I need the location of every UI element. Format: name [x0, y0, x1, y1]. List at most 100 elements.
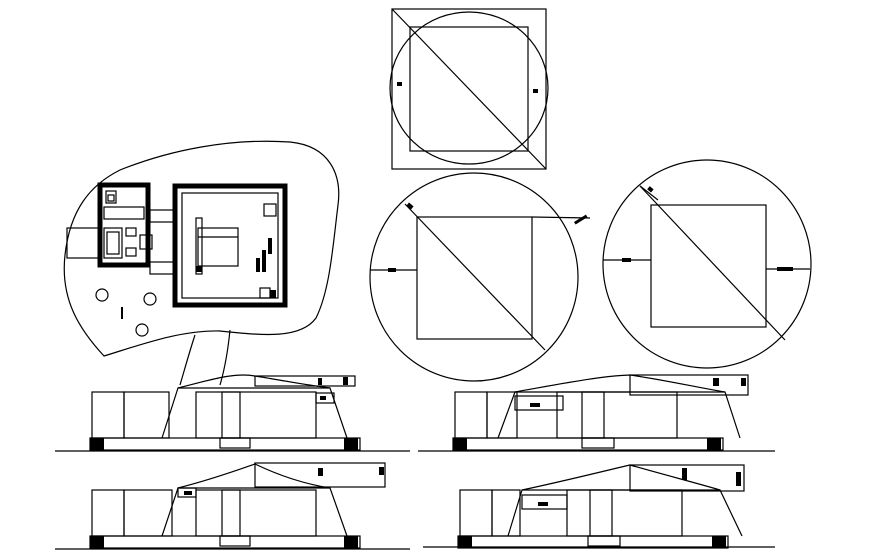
bed-headboard — [195, 217, 203, 275]
roof-square-circle — [389, 11, 549, 165]
roof-circle-diagonal — [639, 185, 786, 341]
bed — [197, 227, 239, 267]
toilet — [105, 190, 117, 204]
toilet-bowl — [107, 194, 115, 202]
sign-mark — [184, 491, 192, 495]
corridor-wall — [149, 261, 176, 275]
roof-sign — [629, 374, 749, 396]
dimension-tick — [574, 214, 588, 225]
base-hatch — [90, 438, 104, 450]
base-hatch — [344, 438, 358, 450]
steps — [219, 535, 251, 547]
roof-sign — [315, 392, 335, 404]
door — [589, 489, 613, 537]
door — [221, 391, 241, 439]
roof-circle-square — [416, 216, 533, 340]
furniture-detail — [270, 290, 276, 298]
corridor-wall — [149, 209, 176, 223]
dimension-tick — [647, 186, 654, 193]
roof-curve — [521, 464, 721, 491]
base-hatch — [458, 536, 472, 548]
roof-circle-square — [650, 204, 767, 328]
furniture-detail — [256, 258, 260, 272]
steps — [581, 437, 615, 449]
base-hatch — [344, 536, 358, 548]
roof-curve — [177, 463, 331, 489]
roof-sign — [254, 375, 356, 387]
sign-mark — [320, 396, 326, 400]
sign-mark — [713, 378, 719, 386]
wall-block — [454, 391, 488, 439]
roof-circle-leader — [639, 185, 659, 201]
wall-block — [556, 391, 678, 439]
sign-mark — [736, 472, 741, 486]
elevation-1 — [55, 374, 410, 452]
floor-plan — [63, 140, 340, 386]
furniture-box — [259, 287, 271, 299]
door — [221, 489, 241, 537]
wall-block — [195, 489, 317, 537]
door — [581, 391, 605, 439]
dimension-tick — [777, 267, 793, 271]
bathroom-partition — [103, 206, 145, 220]
furniture-detail — [196, 266, 202, 272]
vanity — [139, 234, 153, 250]
wall-block — [195, 391, 317, 439]
roof-square-inner — [409, 26, 529, 152]
annotation-mark — [121, 307, 123, 319]
elevation-2 — [418, 374, 775, 452]
dimension-tick — [622, 258, 631, 262]
roof-sign — [629, 464, 745, 492]
sign-mark — [318, 468, 323, 476]
wall-block — [91, 489, 125, 537]
main-room-walls — [172, 183, 288, 308]
base-hatch — [707, 438, 721, 450]
furniture-box — [263, 203, 277, 217]
wall-block — [491, 489, 521, 537]
sink — [125, 227, 137, 237]
roof-square-frame — [391, 8, 547, 170]
roof-curve — [514, 374, 726, 393]
sign-mark — [318, 378, 322, 385]
bathtub — [103, 227, 123, 259]
sign-mark — [530, 403, 540, 407]
roof-circle-outline — [369, 172, 579, 382]
tree-symbol — [95, 288, 109, 302]
roof-sign — [254, 462, 386, 488]
site-path — [179, 334, 196, 386]
sink — [125, 247, 137, 257]
wall-block — [91, 391, 125, 439]
elevation-3 — [55, 462, 410, 550]
site-path — [219, 329, 231, 386]
roof-slope — [497, 391, 741, 439]
tree-symbol — [143, 292, 157, 306]
roof-slope — [161, 387, 348, 439]
wall-block — [459, 489, 493, 537]
roof-sign — [521, 494, 568, 510]
bathroom-walls — [97, 182, 151, 268]
furniture-detail — [268, 238, 272, 254]
base-hatch — [712, 536, 726, 548]
roof-circle-leader — [531, 216, 591, 219]
dimension-tick — [397, 82, 402, 86]
roof-slope — [161, 487, 348, 537]
main-room-inner — [181, 192, 279, 299]
roof-sign — [514, 395, 564, 411]
roof-circle-outline — [602, 159, 812, 369]
roof-circle-diagonal — [404, 203, 546, 351]
wall-block — [566, 489, 683, 537]
roof-plan-square — [389, 8, 549, 170]
bathtub-inner — [106, 231, 120, 255]
site-boundary — [63, 140, 340, 357]
dimension-tick — [406, 202, 414, 210]
roof-plan-circle-left — [369, 172, 591, 382]
roof-plan-circle-right — [602, 159, 812, 369]
steps — [587, 535, 621, 547]
sign-mark — [379, 467, 384, 475]
sign-mark — [741, 378, 746, 386]
roof-slope — [507, 489, 743, 537]
outdoor-box — [66, 227, 101, 259]
sign-mark — [343, 377, 348, 385]
